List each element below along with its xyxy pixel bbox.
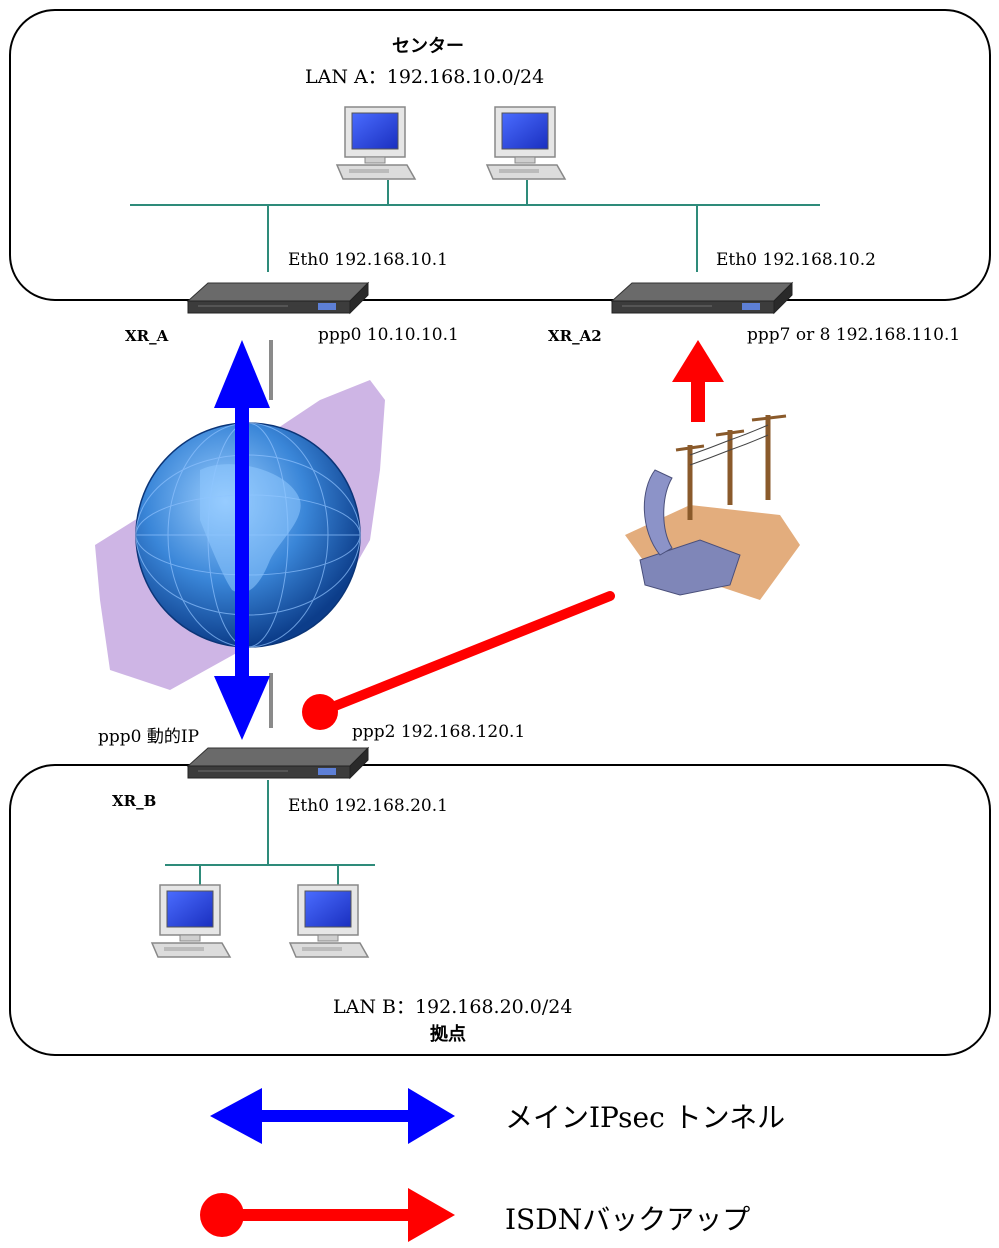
main-tunnel-arrow xyxy=(214,340,270,740)
xr-a2-eth0-label: Eth0 192.168.10.2 xyxy=(716,250,876,270)
xr-a-ppp0-label: ppp0 10.10.10.1 xyxy=(318,325,459,345)
xr-a2-name: XR_A2 xyxy=(548,327,602,345)
xr-a-name: XR_A xyxy=(125,327,169,345)
isdn-arrow-up xyxy=(672,340,724,422)
center-lan-label: LAN A：192.168.10.0/24 xyxy=(305,66,545,88)
center-title: センター xyxy=(392,36,464,57)
router-icon xyxy=(187,282,369,314)
legend-main-tunnel-label: メインIPsec トンネル xyxy=(505,1101,786,1134)
legend-main-tunnel-arrow xyxy=(210,1088,455,1144)
branch-network-box xyxy=(9,764,991,1056)
xr-b-ppp2-label: ppp2 192.168.120.1 xyxy=(352,722,526,742)
legend-isdn-backup-arrow xyxy=(200,1188,455,1242)
isdn-backup-line xyxy=(302,591,615,730)
legend-isdn-backup-label: ISDNバックアップ xyxy=(505,1203,751,1236)
branch-lan-lines xyxy=(165,780,375,885)
xr-b-ppp0-label: ppp0 動的IP xyxy=(98,727,200,747)
pc-icon xyxy=(336,106,416,180)
branch-title: 拠点 xyxy=(430,1024,466,1045)
xr-a2-ppp-label: ppp7 or 8 192.168.110.1 xyxy=(747,325,961,345)
pc-icon xyxy=(151,884,231,958)
xr-b-eth0-label: Eth0 192.168.20.1 xyxy=(288,796,448,816)
router-icon xyxy=(611,282,793,314)
center-lan-lines xyxy=(130,180,820,272)
pc-icon xyxy=(289,884,369,958)
center-network-box xyxy=(9,9,991,301)
telephone-icon xyxy=(625,414,800,600)
pc-icon xyxy=(486,106,566,180)
xr-a-eth0-label: Eth0 192.168.10.1 xyxy=(288,250,448,270)
xr-b-name: XR_B xyxy=(112,792,157,810)
router-icon xyxy=(187,747,369,779)
branch-lan-label: LAN B：192.168.20.0/24 xyxy=(333,996,573,1018)
